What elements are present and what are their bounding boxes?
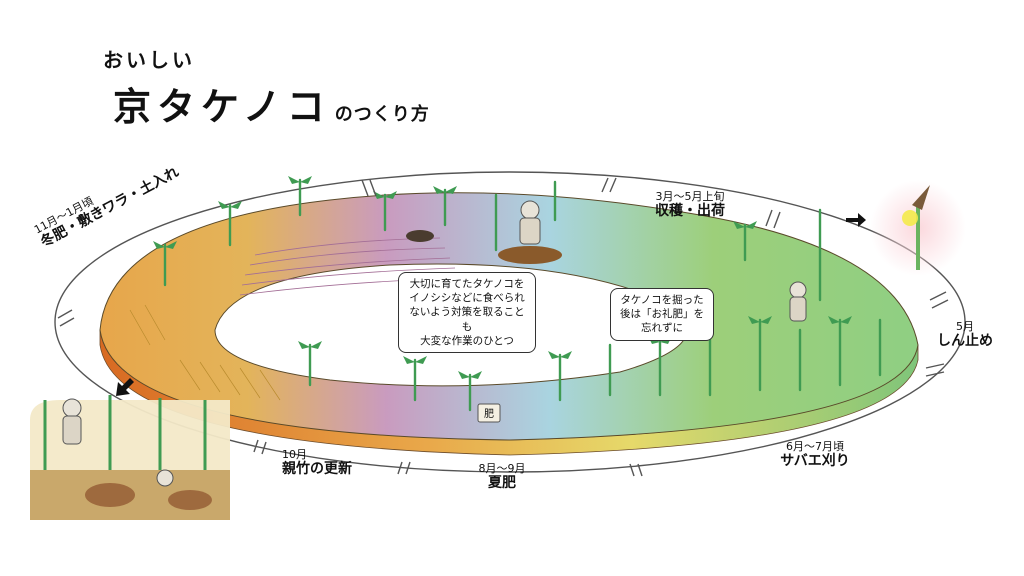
stage-shindome-month: 5月 bbox=[956, 320, 974, 333]
callout-reward-line: 忘れずに bbox=[641, 322, 683, 335]
stage-harvest: 3月～5月上旬 収穫・出荷 bbox=[620, 190, 760, 220]
arrow-down-left-icon bbox=[116, 378, 134, 396]
title-line2: 京タケノコ bbox=[113, 85, 331, 129]
callout-reward-fertilizer: タケノコを掘った 後は「お礼肥」を 忘れずに bbox=[610, 288, 714, 341]
stage-harvest-task: 収穫・出荷 bbox=[655, 203, 725, 220]
sprout-inset bbox=[870, 180, 966, 276]
ring-breaks bbox=[57, 177, 949, 477]
boar bbox=[406, 230, 434, 242]
callout-reward-line: 後は「お礼肥」を bbox=[620, 308, 704, 321]
straw-section bbox=[129, 304, 281, 401]
fertilizer-bag-label: 肥 bbox=[484, 408, 494, 420]
stage-sabae: 6月～7月頃 サバエ刈り bbox=[760, 440, 870, 470]
stage-renewal: 10月 親竹の更新 bbox=[282, 448, 382, 478]
stage-summer-fert: 8月～9月 夏肥 bbox=[462, 462, 542, 492]
stage-summer-fert-month: 8月～9月 bbox=[478, 462, 526, 475]
stage-shindome: 5月 しん止め bbox=[930, 320, 1000, 350]
fertilizer-bag: 肥 bbox=[477, 403, 501, 423]
farmer-shindome bbox=[789, 281, 807, 322]
stage-summer-fert-task: 夏肥 bbox=[488, 475, 516, 492]
stage-shindome-task: しん止め bbox=[937, 333, 993, 350]
title-suffix: のつくり方 bbox=[334, 104, 430, 125]
callout-boar-line: 大切に育てたタケノコを bbox=[409, 278, 525, 290]
callout-boar-line: 大変な作業のひとつ bbox=[420, 334, 514, 347]
bamboo-grove bbox=[163, 178, 882, 412]
callout-reward-line: タケノコを掘った bbox=[620, 294, 704, 306]
stage-sabae-month: 6月～7月頃 bbox=[786, 440, 844, 453]
stage-renewal-month: 10月 bbox=[282, 448, 307, 461]
title-line1: おいしい bbox=[103, 48, 195, 72]
callout-boar: 大切に育てたタケノコを イノシシなどに食べられ ないよう対策を取ることも 大変な… bbox=[398, 272, 536, 353]
callout-boar-line: イノシシなどに食べられ bbox=[409, 292, 525, 305]
farmer-harvest bbox=[498, 200, 562, 264]
outer-cycle-ring bbox=[54, 171, 966, 473]
callout-boar-line: ないよう対策を取ることも bbox=[409, 306, 525, 333]
arrow-right-icon bbox=[846, 213, 866, 227]
stage-harvest-month: 3月～5月上旬 bbox=[655, 190, 725, 203]
stage-renewal-task: 親竹の更新 bbox=[282, 461, 352, 478]
stage-sabae-task: サバエ刈り bbox=[780, 453, 850, 470]
title-main: 京タケノコのつくり方 bbox=[113, 76, 430, 131]
renewal-inset bbox=[30, 395, 230, 520]
